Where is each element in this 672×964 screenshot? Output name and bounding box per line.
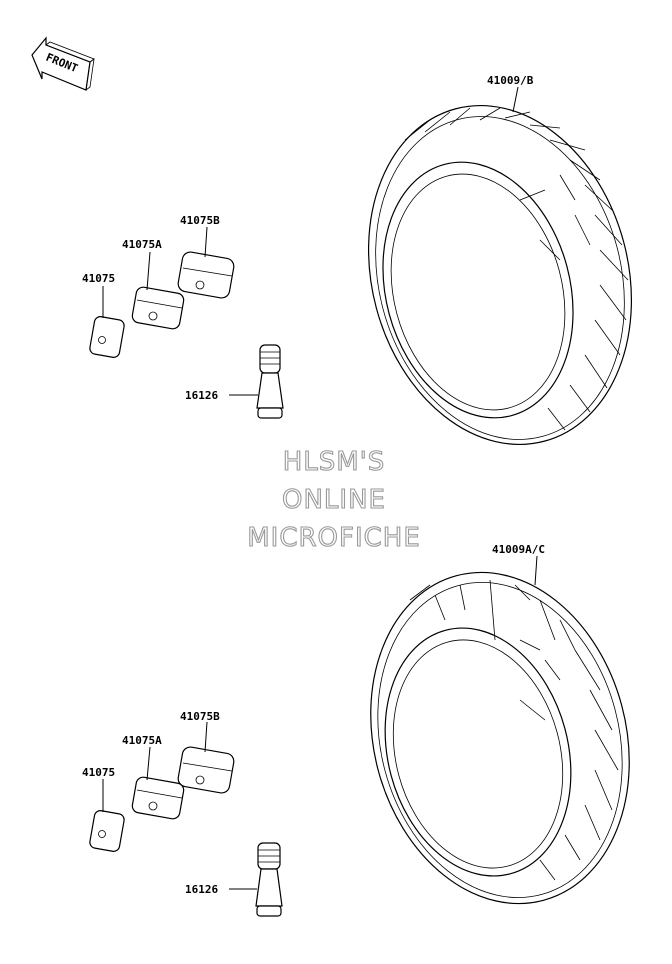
front-arrow-icon: FRONT <box>31 36 95 91</box>
tire-rear: 41009/B <box>367 74 633 446</box>
tire-front: 41009A/C <box>370 543 630 905</box>
watermark-line-2: ONLINE <box>282 485 386 515</box>
weight-label-b: 41075B <box>180 214 220 227</box>
tire-part-number: 41009/B <box>487 74 534 87</box>
balance-weight-41075: 41075 <box>82 766 125 852</box>
weight-label: 41075 <box>82 766 115 779</box>
weight-label: 41075 <box>82 272 115 285</box>
weight-label-a: 41075A <box>122 734 162 747</box>
weight-label-b: 41075B <box>180 710 220 723</box>
watermark: HLSM'S ONLINE MICROFICHE <box>247 446 421 553</box>
tire-part-number: 41009A/C <box>492 543 545 556</box>
balance-weight-41075: 41075 <box>82 272 125 358</box>
valve-label: 16126 <box>185 883 218 896</box>
valve-stem: 16126 <box>185 842 283 917</box>
watermark-line-3: MICROFICHE <box>247 523 421 553</box>
weight-label-a: 41075A <box>122 238 162 251</box>
balance-weight-41075A: 41075A <box>122 238 185 330</box>
watermark-line-1: HLSM'S <box>283 447 386 477</box>
balance-weight-41075B: 41075B <box>177 710 235 794</box>
valve-label: 16126 <box>185 389 218 402</box>
balance-weight-41075A: 41075A <box>122 734 185 820</box>
valve-stem: 16126 <box>185 344 284 419</box>
balance-weight-41075B: 41075B <box>177 214 235 299</box>
